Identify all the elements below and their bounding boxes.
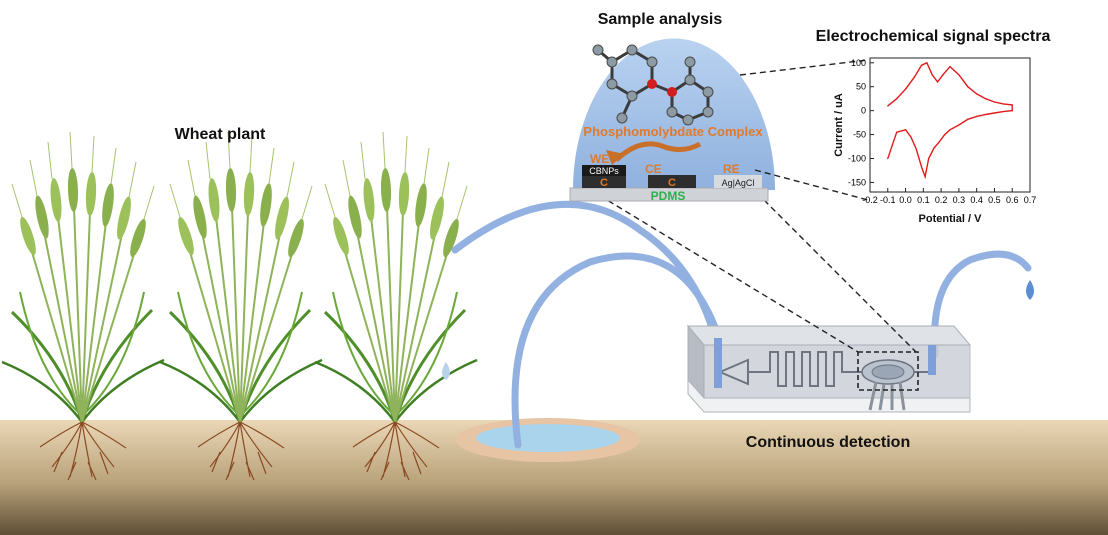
cv-point bbox=[958, 124, 960, 126]
c-left-label: C bbox=[600, 177, 608, 189]
sample-analysis-dome bbox=[569, 38, 775, 202]
y-tick-label: -150 bbox=[848, 177, 866, 187]
y-tick-label: 0 bbox=[861, 106, 866, 116]
we-label: WE bbox=[590, 152, 609, 166]
cv-curve-line bbox=[887, 61, 1013, 180]
cv-point bbox=[920, 64, 923, 66]
cv-point bbox=[924, 176, 926, 178]
y-tick-label: 50 bbox=[856, 82, 866, 92]
y-ticks: 100 50 0 -50 -100 -150 bbox=[848, 58, 874, 187]
tube-outlet bbox=[930, 250, 1032, 359]
cv-point bbox=[936, 81, 939, 83]
cv-point bbox=[949, 66, 951, 68]
cv-point bbox=[928, 157, 930, 160]
cv-point bbox=[933, 147, 935, 149]
cv-point bbox=[976, 93, 978, 95]
cv-point bbox=[984, 98, 987, 100]
cv-point bbox=[910, 136, 912, 138]
droplet-icon bbox=[442, 362, 450, 380]
zoom-lines-chart bbox=[739, 59, 869, 201]
complex-label: Phosphomolybdate Complex bbox=[583, 124, 763, 139]
cv-point bbox=[984, 113, 987, 116]
tube-from-puddle bbox=[511, 252, 720, 449]
sample-analysis-label: Sample analysis bbox=[598, 11, 723, 28]
x-tick-label: 0.0 bbox=[899, 195, 912, 205]
pdms-label: PDMS bbox=[651, 189, 686, 203]
x-tick-label: -0.1 bbox=[880, 195, 896, 205]
cv-point bbox=[976, 115, 978, 117]
re-label: RE bbox=[723, 162, 740, 176]
cv-point bbox=[896, 131, 898, 133]
cv-point bbox=[942, 74, 944, 76]
cv-point bbox=[931, 74, 933, 76]
x-tick-label: 0.7 bbox=[1024, 195, 1037, 205]
x-tick-label: 0.5 bbox=[988, 195, 1001, 205]
x-tick-label: 0.3 bbox=[953, 195, 966, 205]
cv-curve-points bbox=[887, 62, 1013, 178]
cv-point bbox=[938, 141, 940, 143]
x-tick-label: 0.6 bbox=[1006, 195, 1019, 205]
cv-point bbox=[904, 88, 907, 90]
cv-point bbox=[1011, 104, 1013, 106]
cv-point bbox=[1002, 103, 1004, 105]
y-tick-label: -50 bbox=[853, 130, 866, 140]
cv-point bbox=[896, 98, 898, 100]
y-tick-label: 100 bbox=[851, 58, 866, 68]
y-axis-label: Current / uA bbox=[833, 93, 845, 157]
continuous-detection-label: Continuous detection bbox=[746, 434, 910, 451]
cv-point bbox=[949, 129, 951, 131]
cv-point bbox=[1011, 110, 1013, 112]
cv-point bbox=[993, 112, 996, 114]
puddle-water bbox=[476, 424, 620, 452]
x-tick-label: 0.4 bbox=[970, 195, 983, 205]
x-tick-label: -0.2 bbox=[862, 195, 878, 205]
plot-frame bbox=[869, 57, 1031, 193]
cv-point bbox=[913, 76, 916, 78]
outlet-droplet-icon bbox=[1026, 280, 1034, 300]
x-tick-label: 0.2 bbox=[935, 195, 948, 205]
cv-point bbox=[967, 118, 969, 120]
cv-point bbox=[993, 101, 996, 103]
cv-point bbox=[920, 166, 923, 168]
cv-point bbox=[926, 62, 928, 64]
y-tick-label: -100 bbox=[848, 154, 866, 164]
microfluidic-chip bbox=[686, 324, 972, 413]
c-mid-label: C bbox=[668, 177, 676, 189]
cv-point bbox=[967, 86, 969, 88]
x-tick-label: 0.1 bbox=[917, 195, 930, 205]
cv-point bbox=[944, 133, 946, 136]
zoom-lines-chip bbox=[573, 179, 917, 353]
cbnps-label: CBNPs bbox=[589, 166, 619, 176]
wheat-plant-label: Wheat plant bbox=[175, 126, 266, 143]
agcl-label: Ag|AgCl bbox=[722, 178, 755, 188]
cv-point bbox=[904, 129, 907, 131]
cv-point bbox=[1002, 111, 1004, 113]
cv-point bbox=[887, 105, 889, 107]
spectra-title: Electrochemical signal spectra bbox=[816, 28, 1051, 45]
ce-label: CE bbox=[645, 162, 662, 176]
cv-point bbox=[915, 148, 917, 150]
cv-point bbox=[887, 157, 889, 160]
x-axis-label: Potential / V bbox=[919, 213, 983, 225]
cv-point bbox=[958, 74, 960, 76]
